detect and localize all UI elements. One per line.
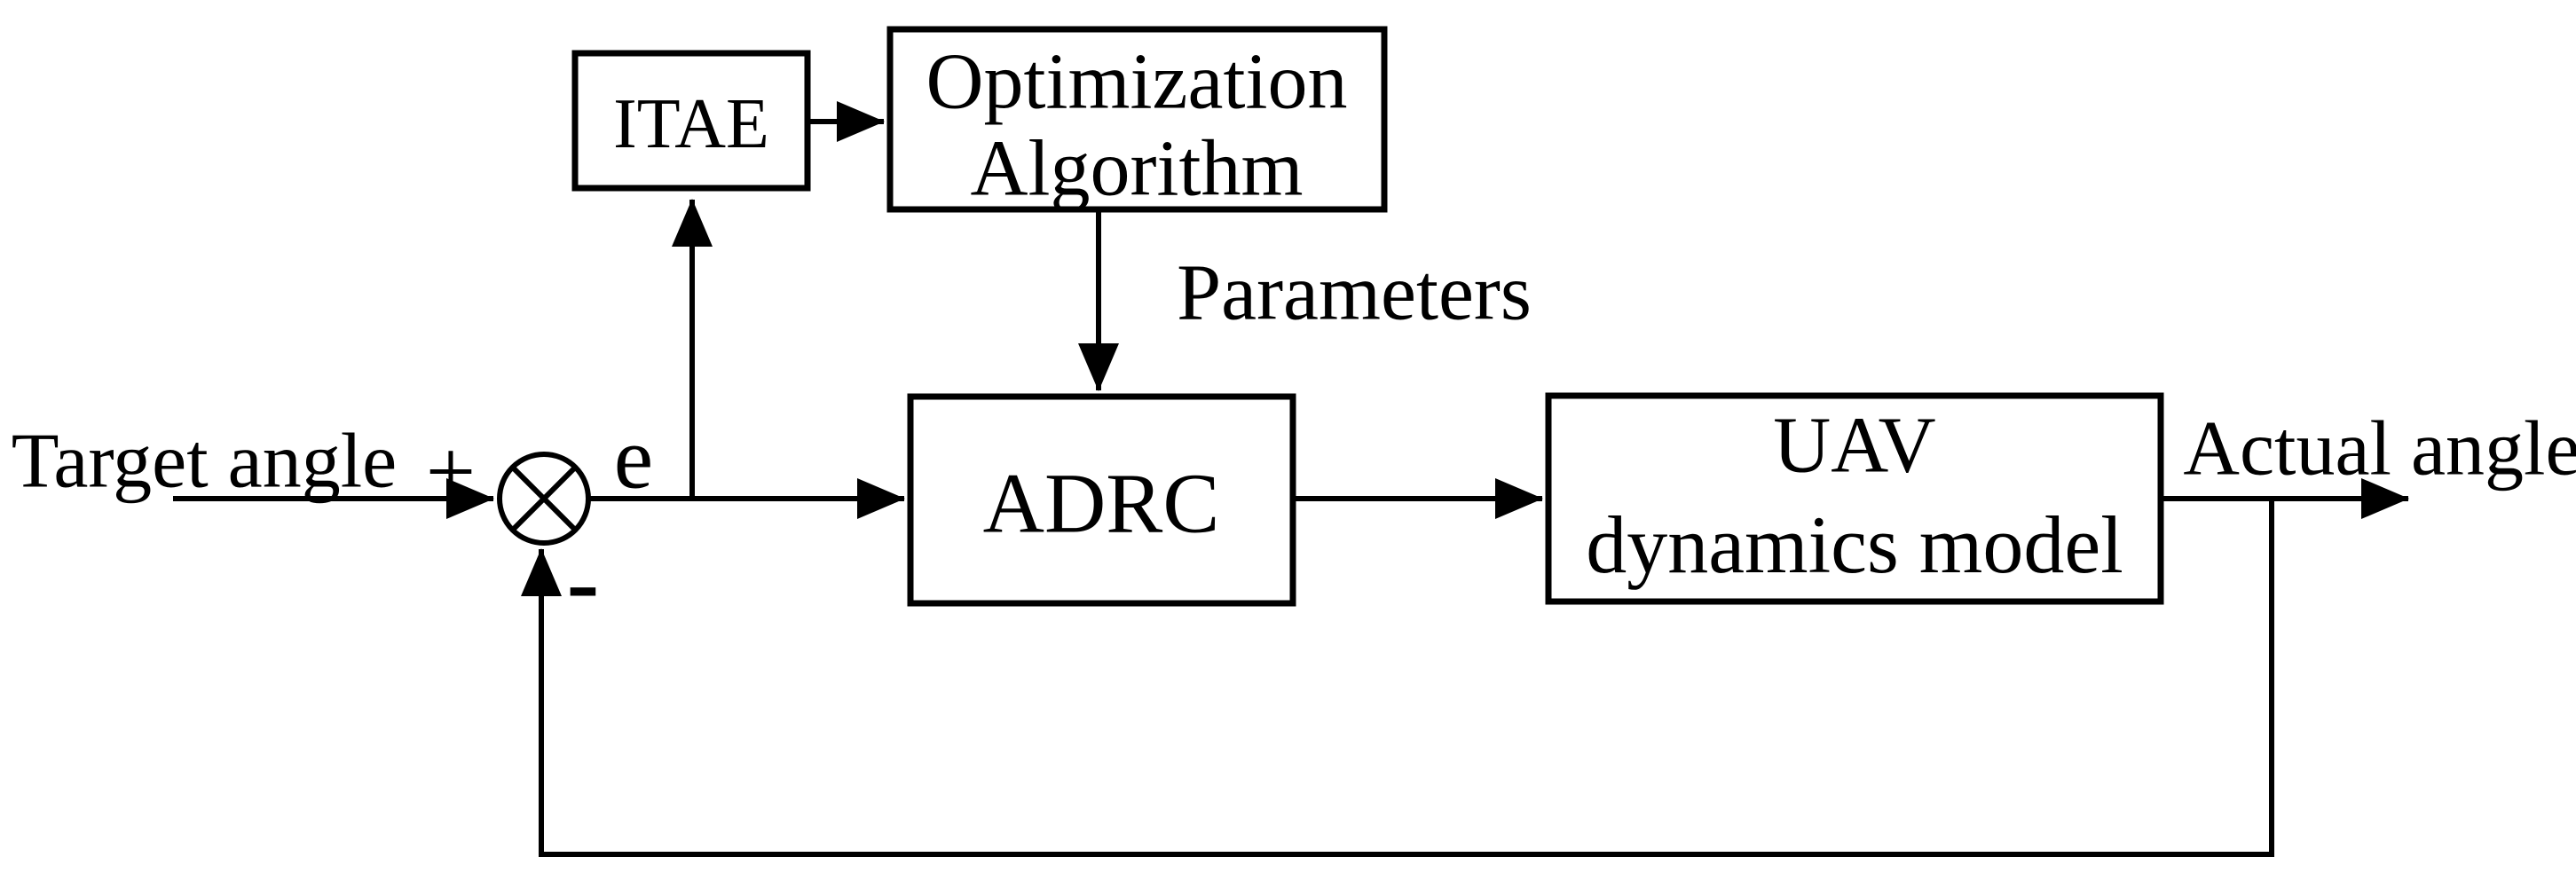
actual-angle-label: Actual angle	[2183, 406, 2576, 492]
feedback-loop-path	[521, 499, 2274, 857]
optimization-algorithm-label-line1: Optimization	[926, 38, 1348, 126]
adrc-block-label: ADRC	[983, 456, 1220, 551]
error-signal-label: e	[614, 409, 653, 507]
adrc-block	[907, 393, 1296, 607]
target-angle-label: Target angle	[12, 419, 397, 505]
uav-dynamics-model-label-line2: dynamics model	[1586, 499, 2123, 590]
uav-dynamics-model-block	[1545, 392, 2164, 605]
itae-block-label: ITAE	[613, 85, 769, 163]
parameters-label: Parameters	[1177, 249, 1532, 337]
summing-junction-cross-line-2	[510, 465, 578, 532]
minus-sign-label: -	[567, 528, 600, 636]
plus-sign-label: +	[426, 422, 476, 521]
optimization-algorithm-label-line2: Algorithm	[971, 125, 1304, 213]
optimization-algorithm-block	[886, 26, 1388, 213]
uav-dynamics-model-label-line1: UAV	[1773, 402, 1935, 490]
